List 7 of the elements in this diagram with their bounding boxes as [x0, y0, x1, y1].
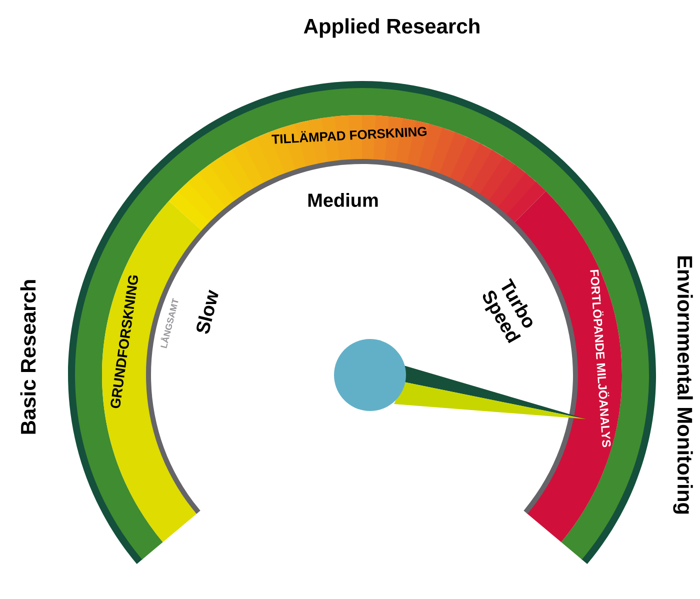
- speed-label: Slow: [196, 290, 218, 334]
- axis-title: Applied Research: [304, 18, 480, 38]
- band-label: FORTLÖPANDE MILJÖANALYS: [590, 270, 611, 448]
- axis-title: Enviornmental Monitoring: [673, 256, 693, 514]
- band-label: TILLÄMPAD FORSKNING: [272, 126, 427, 144]
- axis-title: Basic Research: [20, 280, 36, 434]
- speed-label: Medium: [308, 193, 378, 207]
